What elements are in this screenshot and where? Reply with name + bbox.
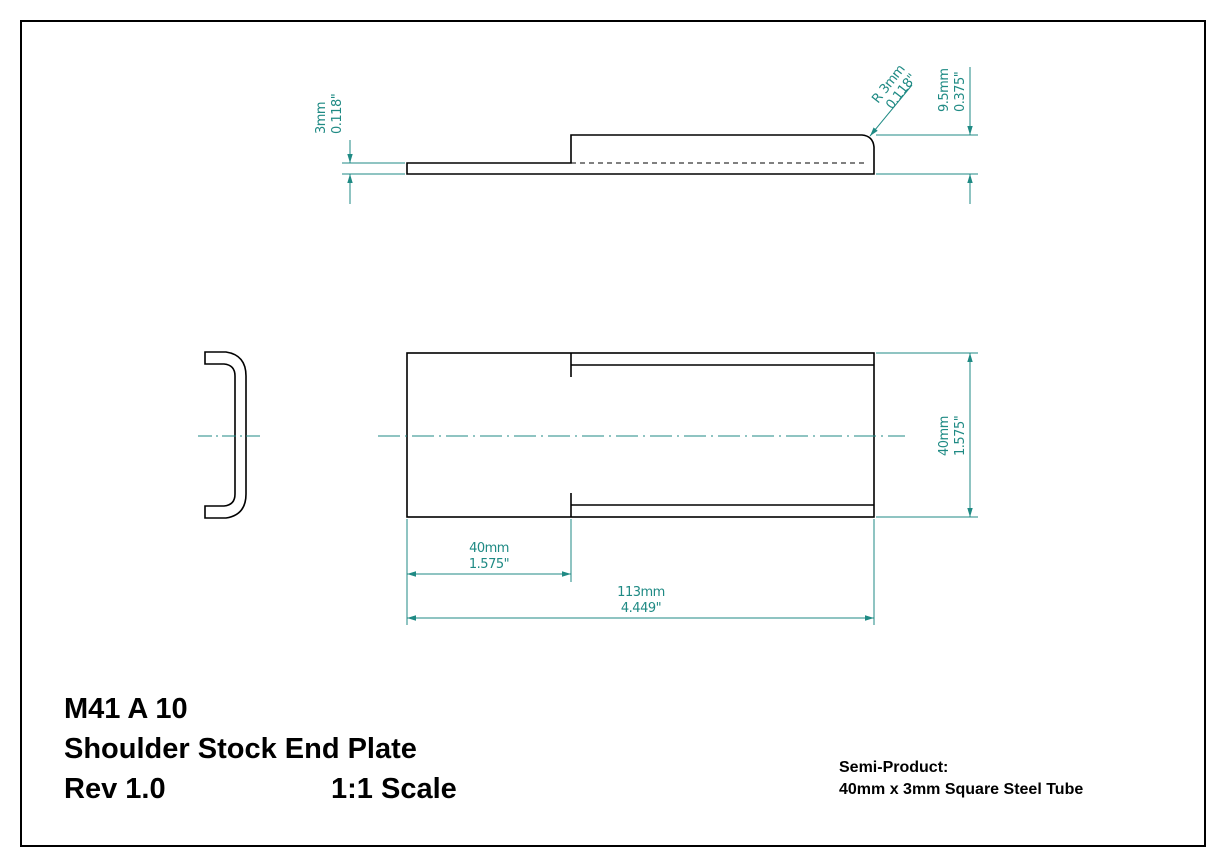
semi-product-label: Semi-Product: <box>839 759 949 776</box>
end-view <box>204 351 247 519</box>
overall-length-dim-mm: 113mm <box>617 585 665 600</box>
height-dim-in: 0.375" <box>953 72 968 112</box>
shoulder-length-dim-in: 1.575" <box>469 557 509 572</box>
width-dim-in: 1.575" <box>953 416 968 456</box>
thickness-dim-mm: 3mm <box>314 102 329 134</box>
side-profile-view <box>406 134 875 175</box>
channel-profile-outline <box>204 351 247 519</box>
plan-view <box>406 352 875 518</box>
semi-product-description: 40mm x 3mm Square Steel Tube <box>839 781 1084 798</box>
revision: Rev 1.0 <box>64 773 166 805</box>
scale: 1:1 Scale <box>331 773 457 805</box>
part-number: M41 A 10 <box>64 693 188 725</box>
part-name: Shoulder Stock End Plate <box>64 733 417 765</box>
sheet-border <box>20 20 1206 847</box>
width-dim-mm: 40mm <box>937 416 952 456</box>
side-profile-outline <box>406 134 875 175</box>
plan-view-outline <box>406 352 875 518</box>
dimension-lines-plan <box>406 352 978 625</box>
thickness-dim-in: 0.118" <box>330 94 345 134</box>
dimension-lines-top <box>342 67 978 204</box>
overall-length-dim-in: 4.449" <box>621 601 661 616</box>
height-dim-mm: 9.5mm <box>937 68 952 112</box>
shoulder-length-dim-mm: 40mm <box>469 541 509 556</box>
